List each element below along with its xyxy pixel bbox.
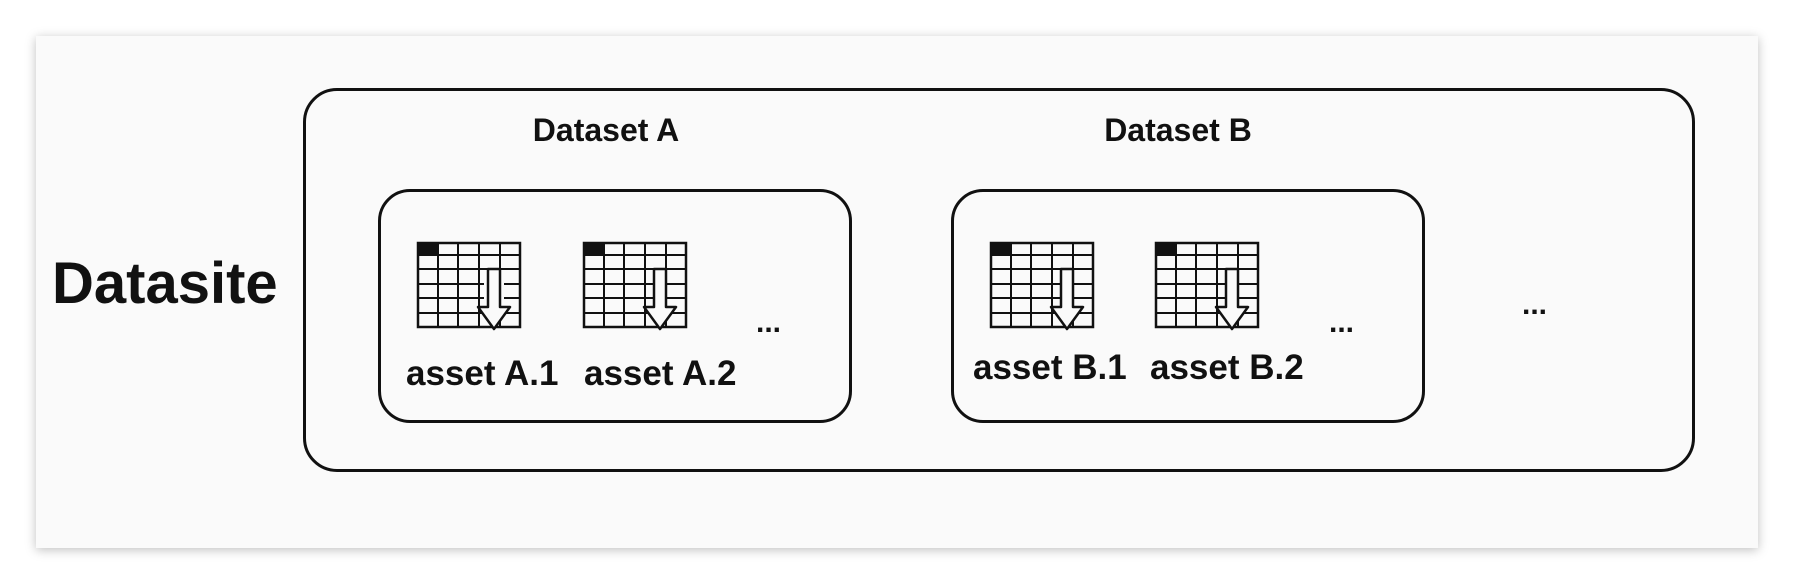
more-datasets: ... xyxy=(1522,288,1548,321)
asset-b1 xyxy=(959,241,1129,331)
table-download-icon xyxy=(989,241,1095,331)
asset-a1 xyxy=(386,241,556,331)
dataset-a-title: Dataset A xyxy=(532,112,680,148)
datasite-label: Datasite xyxy=(52,251,278,316)
table-download-icon xyxy=(1154,241,1260,331)
asset-a1-label: asset A.1 xyxy=(406,354,559,393)
asset-a2 xyxy=(552,241,722,331)
diagram-canvas: Datasite Dataset A asset A.1 xyxy=(36,36,1758,548)
dataset-b-title: Dataset B xyxy=(1104,112,1252,148)
asset-b2 xyxy=(1124,241,1294,331)
datasite-container xyxy=(303,88,1695,472)
dataset-a-more-assets: ... xyxy=(756,306,782,339)
dataset-a-container xyxy=(378,189,852,423)
asset-b1-label: asset B.1 xyxy=(973,348,1127,387)
asset-b2-label: asset B.2 xyxy=(1150,348,1304,387)
dataset-b-more-assets: ... xyxy=(1329,306,1355,339)
table-download-icon xyxy=(416,241,522,331)
table-download-icon xyxy=(582,241,688,331)
dataset-b-container xyxy=(951,189,1425,423)
asset-a2-label: asset A.2 xyxy=(584,354,737,393)
